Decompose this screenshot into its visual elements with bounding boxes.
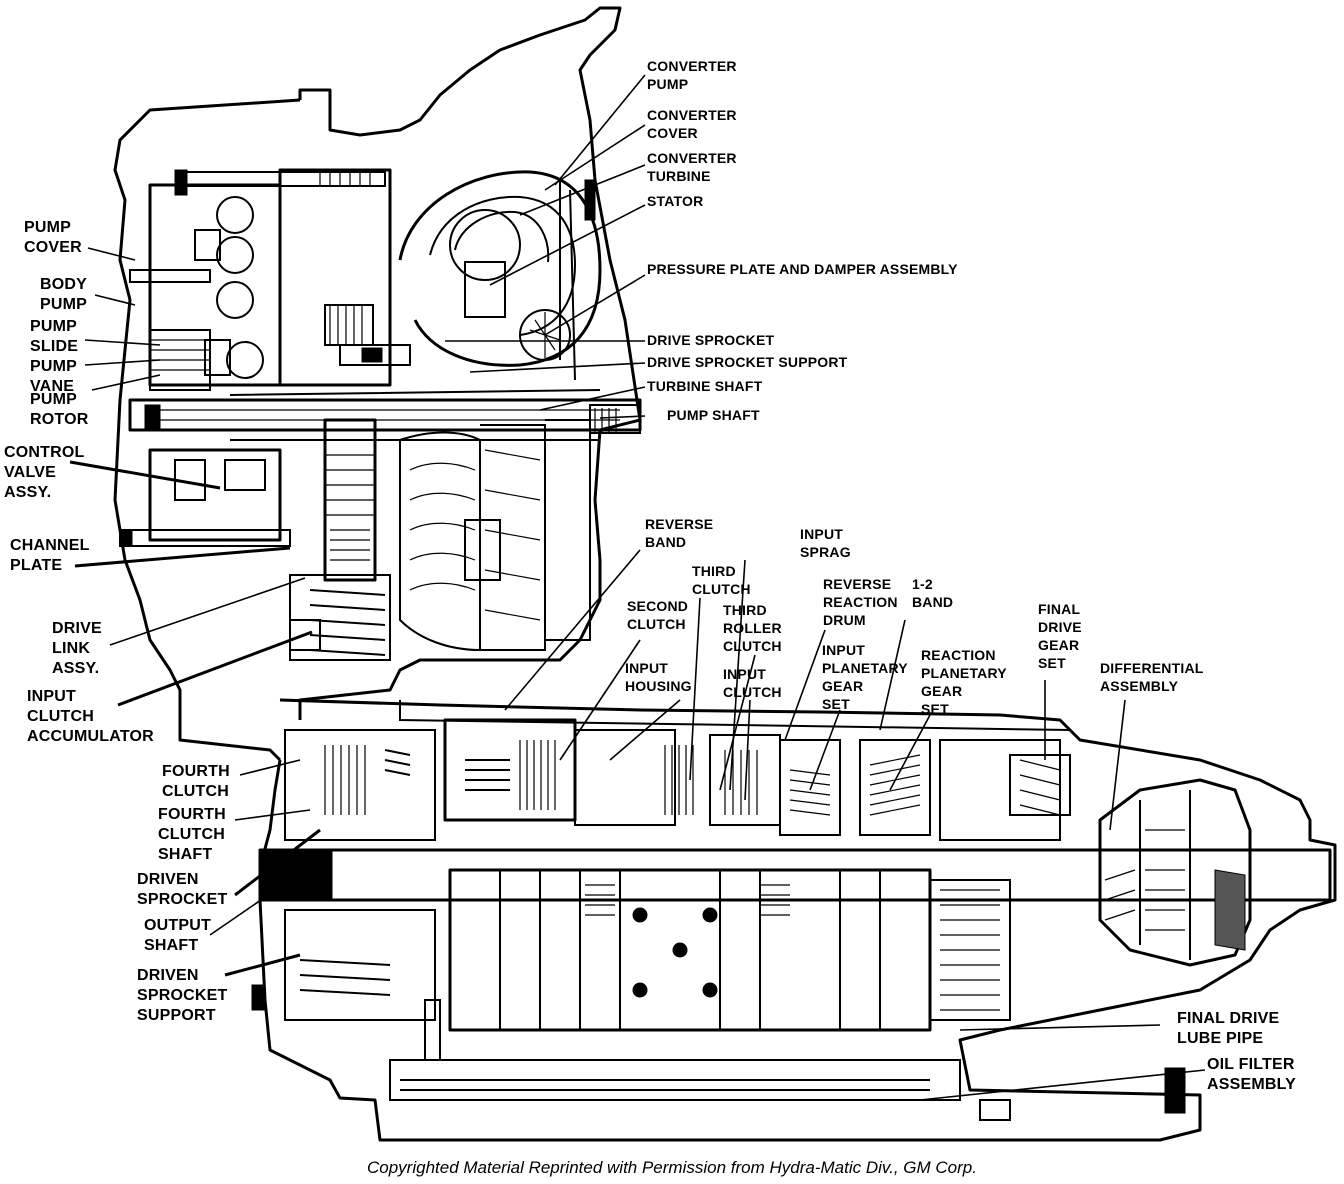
clutch-packs [284, 718, 1071, 841]
label-pressure-plate: PRESSURE PLATE AND DAMPER ASSEMBLY [647, 261, 958, 277]
upper-shafts [128, 389, 642, 441]
transmission-case [113, 6, 1337, 1142]
converter-element-blades [399, 419, 591, 652]
label-drive-sprocket-support: DRIVE SPROCKET SUPPORT [647, 354, 848, 370]
accumulator-spring [289, 574, 391, 661]
label-drive-sprocket: DRIVE SPROCKET [647, 332, 775, 348]
output-shaft [251, 848, 1332, 1061]
pump-and-valve-body [119, 168, 411, 547]
label-turbine-shaft: TURBINE SHAFT [647, 378, 763, 394]
drive-link-chain [323, 418, 377, 582]
differential-assembly [1098, 778, 1252, 967]
copyright-notice: Copyrighted Material Reprinted with Perm… [367, 1158, 977, 1177]
label-stator: STATOR [647, 193, 704, 209]
label-pump-shaft: PUMP SHAFT [667, 407, 760, 423]
torque-converter [398, 170, 602, 381]
leader-lines [69, 74, 1206, 1101]
